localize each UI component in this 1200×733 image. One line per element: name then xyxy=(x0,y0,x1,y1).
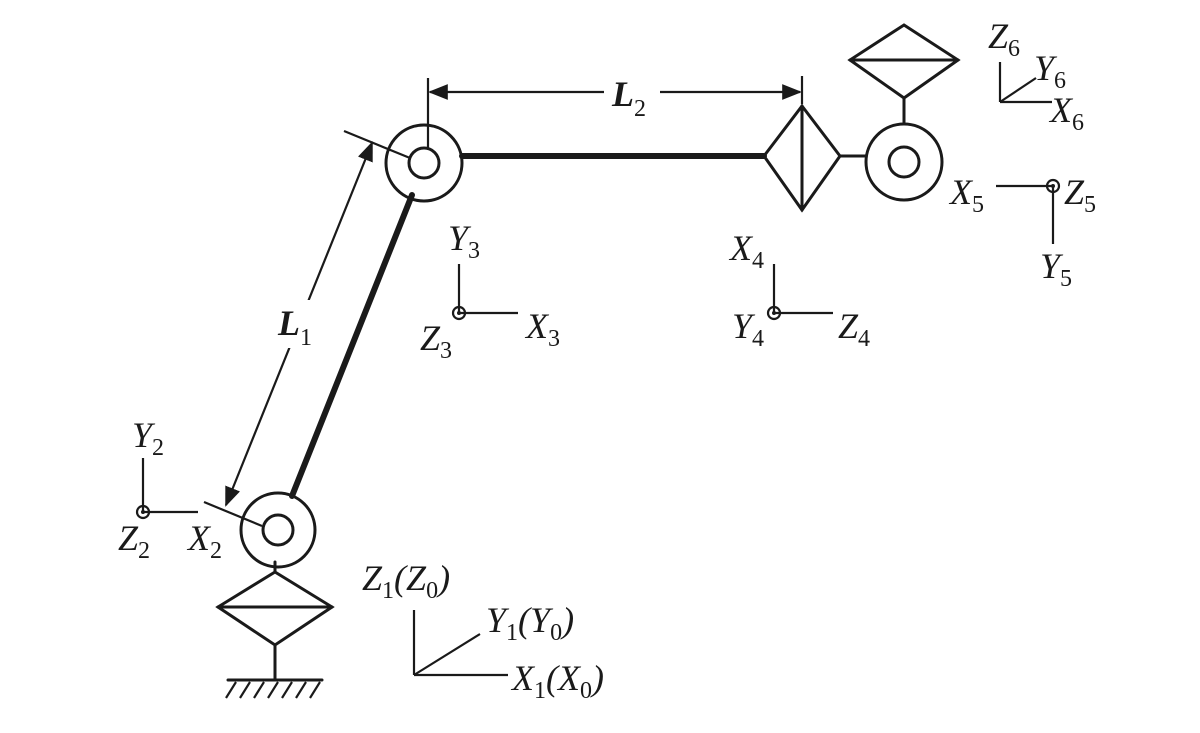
frame-3-z-label: Z3 xyxy=(420,318,452,364)
frame-3-y-label: Y3 xyxy=(448,218,480,264)
frame-2-z-label: Z2 xyxy=(118,518,150,564)
frame-1-z-label: Z1(Z0) xyxy=(362,558,450,604)
frame-4-x-label: X4 xyxy=(728,228,764,274)
frame-6: Z6 Y6 X6 xyxy=(988,16,1084,136)
frame-1-x-label: X1(X0) xyxy=(510,658,604,704)
frame-4-y-label: Y4 xyxy=(732,306,764,352)
frame-5: X5 Z5 Y5 xyxy=(948,172,1096,292)
frame-2-y-label: Y2 xyxy=(132,415,164,461)
frame-1-y-label: Y1(Y0) xyxy=(486,600,574,646)
joint-4-diamond xyxy=(762,103,868,213)
joint-2-revolute xyxy=(239,491,317,569)
frame-6-y-label: Y6 xyxy=(1034,48,1066,94)
joint-5-revolute xyxy=(864,96,944,202)
frame-4: X4 Y4 Z4 xyxy=(728,228,870,352)
frame-6-z-label: Z6 xyxy=(988,16,1020,62)
frame-2-x-label: X2 xyxy=(186,518,222,564)
frame-4-z-label: Z4 xyxy=(838,306,870,352)
joint-3-revolute xyxy=(384,123,464,203)
dimension-l1: L1 xyxy=(203,129,411,528)
link-2-label: L2 xyxy=(611,74,646,122)
frame-6-x-label: X6 xyxy=(1048,90,1084,136)
frame-5-z-label: Z5 xyxy=(1064,172,1096,218)
dimension-l2: L2 xyxy=(426,74,804,150)
frame-5-y-label: Y5 xyxy=(1040,246,1072,292)
ground-base xyxy=(225,643,324,699)
frame-3: Y3 Z3 X3 xyxy=(420,218,560,364)
frame-2: Y2 Z2 X2 xyxy=(118,415,222,564)
frame-3-x-label: X3 xyxy=(524,306,560,352)
frame-1-base: Z1(Z0) Y1(Y0) X1(X0) xyxy=(362,558,604,704)
frame-5-x-label: X5 xyxy=(948,172,984,218)
base-joint-diamond xyxy=(215,560,335,647)
link-1-label: L1 xyxy=(277,303,312,351)
joint-6-diamond xyxy=(847,23,961,100)
